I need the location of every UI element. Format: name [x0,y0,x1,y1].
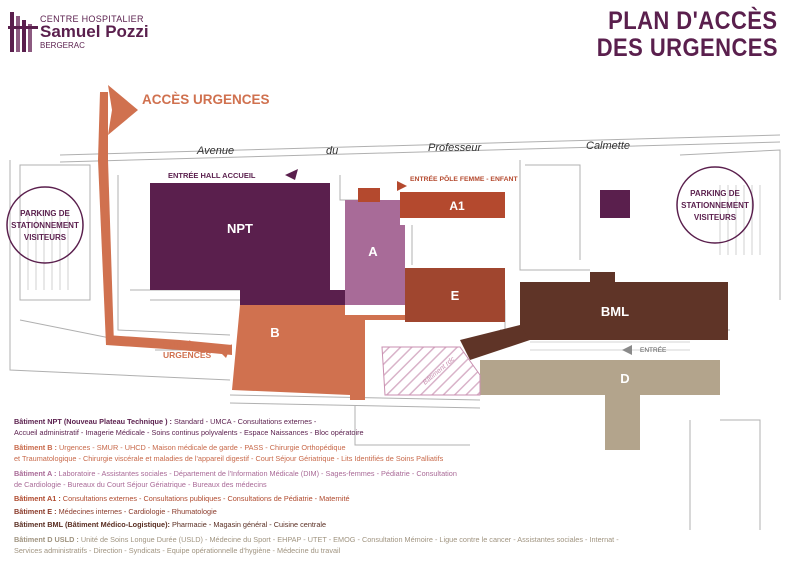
street-word-4: Calmette [586,140,630,152]
parking-left-circle [6,186,84,264]
entree-d-label: ENTRÉE [640,345,667,354]
building-e-label: E [451,288,460,303]
entree-hall-label: ENTRÉE HALL ACCUEIL [168,171,256,180]
entree-pole-arrow-icon [397,181,407,191]
entree-hall-arrow-icon [285,169,298,180]
entree-urgences-label-1: ENTRÉE [163,340,198,350]
legend-b-text: Urgences - SMUR - UHCD - Maison médicale… [56,443,346,452]
legend-d-cont: Services administratifs - Direction - Sy… [14,545,341,555]
building-d [480,360,720,450]
street-word-1: Avenue [196,145,234,157]
building-small [600,190,630,218]
legend-a1: Bâtiment A1 : Consultations externes - C… [14,494,350,505]
legend-a-cont: de Cardiologie - Bureaux du Court Séjour… [14,479,267,489]
building-d-label: D [620,371,629,386]
legend-d: Bâtiment D USLD : Unité de Soins Longue … [14,535,619,556]
legend-bml-title: Bâtiment BML (Bâtiment Médico-Logistique… [14,520,170,529]
legend-a: Bâtiment A : Laboratoire - Assistantes s… [14,469,457,490]
acces-urgences-label: ACCÈS URGENCES [142,92,270,107]
acces-urgences-arrow-icon [108,85,138,135]
legend-e-title: Bâtiment E : [14,507,57,516]
legend-npt-cont: Accueil administratif - Imagerie Médical… [14,427,364,437]
entree-d-arrow-icon [622,345,632,355]
entree-urgences-arrow-icon [220,344,232,358]
parking-right-circle [676,166,754,244]
legend-a-title: Bâtiment A : [14,469,57,478]
building-bml [520,272,728,340]
hospital-logo-icon [8,12,38,52]
parking-right-line2: STATIONNEMENT [681,201,749,210]
legend-a1-text: Consultations externes - Consultations p… [60,494,350,503]
building-npt-label: NPT [227,221,253,236]
building-bml-label: BML [601,304,629,319]
page-title-line2: DES URGENCES [596,34,778,62]
legend-e-text: Médecines internes - Cardiologie - Rhuma… [56,507,217,516]
legend-d-text: Unité de Soins Longue Durée (USLD) - Méd… [78,535,619,544]
parking-right-line1: PARKING DE [690,189,740,198]
parking-right-line3: VISITEURS [694,213,737,222]
building-rdc [381,346,481,396]
legend-npt-title: Bâtiment NPT (Nouveau Plateau Technique … [14,417,172,426]
legend-a1-title: Bâtiment A1 : [14,494,61,503]
legend-bml-text: Pharmacie - Magasin général - Cuisine ce… [169,520,327,529]
building-b-label: B [270,325,279,340]
parking-left-line1: PARKING DE [20,209,70,218]
building-a [345,200,405,305]
legend-bml: Bâtiment BML (Bâtiment Médico-Logistique… [14,520,326,531]
building-a1-label: A1 [449,199,465,213]
building-b [232,305,405,400]
logo-line3: BERGERAC [40,41,85,50]
parking-left-line2: STATIONNEMENT [11,221,79,230]
entree-pole-label: ENTRÉE PÔLE FEMME - ENFANT [410,174,518,183]
parking-left-line3: VISITEURS [24,233,67,242]
street-word-3: Professeur [428,142,483,154]
entree-urgences-label-2: URGENCES [163,350,212,360]
legend-npt-text: Standard - UMCA - Consultations externes… [171,417,317,426]
legend-b: Bâtiment B : Urgences - SMUR - UHCD - Ma… [14,443,443,464]
page-title-line1: PLAN D'ACCÈS [608,7,778,35]
legend-b-title: Bâtiment B : [14,443,57,452]
building-e [405,268,505,322]
building-a-label: A [368,244,378,259]
urgences-access-route [98,160,114,345]
building-npt [150,183,345,305]
legend-d-title: Bâtiment D USLD : [14,535,79,544]
logo-line1: CENTRE HOSPITALIER [40,14,144,24]
legend-e: Bâtiment E : Médecines internes - Cardio… [14,507,217,518]
urgences-access-route-top [98,92,108,160]
legend-npt: Bâtiment NPT (Nouveau Plateau Technique … [14,417,364,438]
legend-a-text: Laboratoire - Assistantes sociales - Dép… [56,469,457,478]
logo-line2: Samuel Pozzi [40,22,149,41]
connector-bml [460,325,530,360]
street-word-2: du [326,145,338,157]
building-a1 [400,192,505,218]
legend-b-cont: et Traumatologique - Chirurgie viscérale… [14,453,444,463]
